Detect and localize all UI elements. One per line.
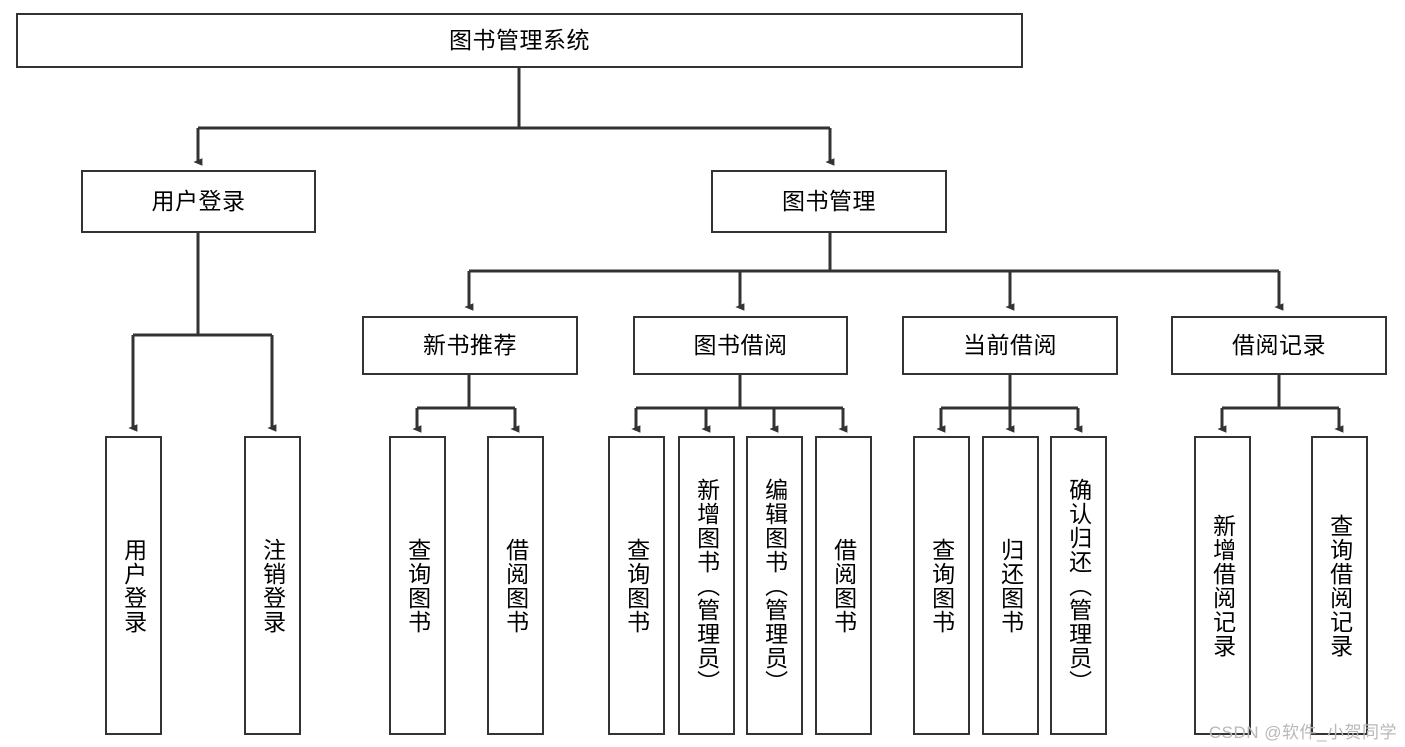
node-label: 用户登录 bbox=[120, 537, 147, 634]
node-book-management[interactable]: 图书管理 bbox=[711, 170, 947, 233]
node-label: 图书管理系统 bbox=[449, 27, 590, 53]
node-label: 新书推荐 bbox=[423, 332, 517, 358]
node-label: 借阅图书 bbox=[830, 537, 857, 634]
node-label: 编辑图书（管理员） bbox=[761, 477, 788, 694]
node-label: 新增图书（管理员） bbox=[693, 477, 720, 694]
node-label: 确认归还（管理员） bbox=[1065, 477, 1092, 694]
node-label: 查询图书 bbox=[928, 537, 955, 634]
node-label: 查询图书 bbox=[623, 537, 650, 634]
node-label: 用户登录 bbox=[151, 188, 246, 214]
node-label: 图书借阅 bbox=[693, 332, 788, 358]
node-label: 当前借阅 bbox=[963, 332, 1057, 358]
node-label: 注销登录 bbox=[259, 537, 286, 634]
csdn-watermark: CSDN @软件_小贺同学 bbox=[1208, 723, 1397, 742]
node-current-borrow[interactable]: 当前借阅 bbox=[902, 316, 1118, 375]
leaf-query-book-current[interactable]: 查询图书 bbox=[913, 436, 970, 735]
leaf-add-borrow-record[interactable]: 新增借阅记录 bbox=[1194, 436, 1251, 735]
node-label: 借阅记录 bbox=[1232, 332, 1326, 358]
node-borrow-record[interactable]: 借阅记录 bbox=[1171, 316, 1387, 375]
node-root-book-management-system[interactable]: 图书管理系统 bbox=[16, 13, 1023, 68]
leaf-borrow-book-new[interactable]: 借阅图书 bbox=[487, 436, 544, 735]
leaf-confirm-return-admin[interactable]: 确认归还（管理员） bbox=[1050, 436, 1107, 735]
leaf-borrow-book[interactable]: 借阅图书 bbox=[815, 436, 872, 735]
node-label: 归还图书 bbox=[997, 537, 1024, 634]
leaf-return-book[interactable]: 归还图书 bbox=[982, 436, 1039, 735]
leaf-query-borrow-record[interactable]: 查询借阅记录 bbox=[1311, 436, 1368, 735]
node-label: 图书管理 bbox=[782, 188, 876, 214]
node-new-book-recommend[interactable]: 新书推荐 bbox=[362, 316, 578, 375]
leaf-edit-book-admin[interactable]: 编辑图书（管理员） bbox=[746, 436, 803, 735]
node-book-borrow[interactable]: 图书借阅 bbox=[633, 316, 848, 375]
leaf-logout[interactable]: 注销登录 bbox=[244, 436, 301, 735]
leaf-user-login[interactable]: 用户登录 bbox=[105, 436, 162, 735]
leaf-query-book-new[interactable]: 查询图书 bbox=[389, 436, 446, 735]
node-label: 查询借阅记录 bbox=[1326, 513, 1353, 658]
node-label: 查询图书 bbox=[404, 537, 431, 634]
node-label: 借阅图书 bbox=[502, 537, 529, 634]
leaf-query-book-borrow[interactable]: 查询图书 bbox=[608, 436, 665, 735]
node-label: 新增借阅记录 bbox=[1209, 513, 1236, 658]
leaf-add-book-admin[interactable]: 新增图书（管理员） bbox=[678, 436, 735, 735]
node-user-login[interactable]: 用户登录 bbox=[81, 170, 316, 233]
